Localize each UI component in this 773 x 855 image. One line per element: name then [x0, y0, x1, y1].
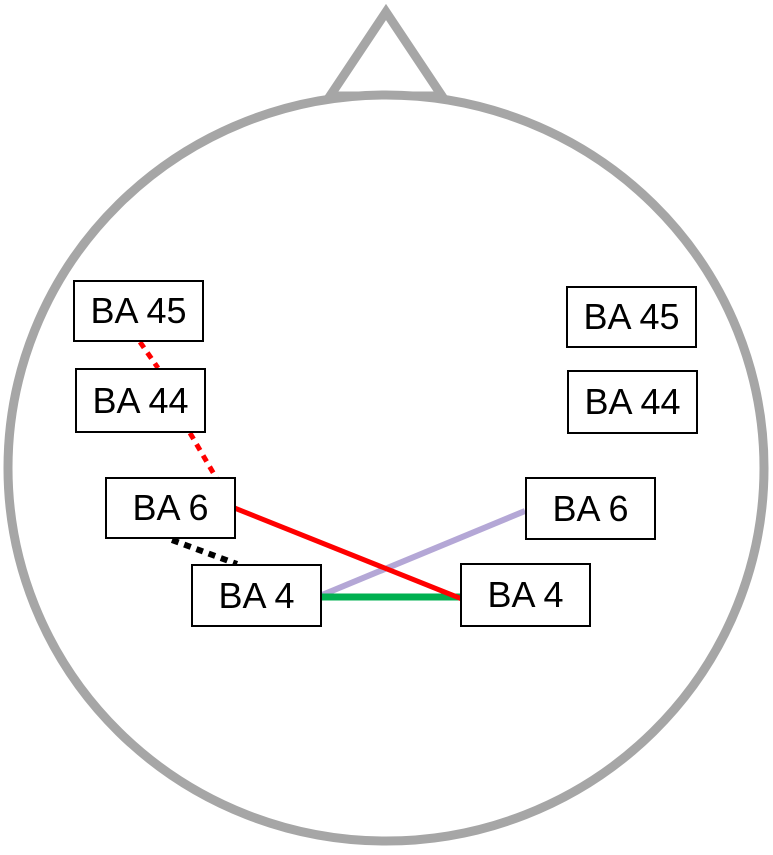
- connection-left-ba6-to-left-ba4: [170, 537, 239, 567]
- right-ba44-label: BA 44: [584, 381, 681, 422]
- left-ba6-label: BA 6: [132, 487, 209, 528]
- right-ba6-box: BA 6: [525, 477, 656, 540]
- left-ba6-box: BA 6: [105, 477, 236, 539]
- right-ba45-box: BA 45: [566, 286, 697, 348]
- right-ba4-box: BA 4: [460, 563, 591, 627]
- left-ba4-box: BA 4: [191, 564, 322, 627]
- left-ba45-label: BA 45: [90, 290, 187, 331]
- right-ba44-box: BA 44: [567, 370, 698, 434]
- right-ba45-label: BA 45: [583, 296, 680, 337]
- connection-left-ba6-to-right-ba4: [231, 504, 463, 602]
- connection-left-ba4-to-right-ba6: [320, 508, 527, 598]
- left-ba44-label: BA 44: [92, 379, 189, 421]
- left-ba45-box: BA 45: [73, 280, 204, 342]
- right-ba6-label: BA 6: [552, 487, 629, 529]
- head-outline: [3, 90, 769, 846]
- nose-triangle: [321, 3, 451, 101]
- left-ba44-box: BA 44: [75, 368, 206, 433]
- left-ba4-label: BA 4: [218, 574, 295, 616]
- connection-left-ba45-to-left-ba44: [137, 340, 161, 370]
- right-ba4-label: BA 4: [487, 574, 564, 615]
- connection-lines: [137, 340, 527, 602]
